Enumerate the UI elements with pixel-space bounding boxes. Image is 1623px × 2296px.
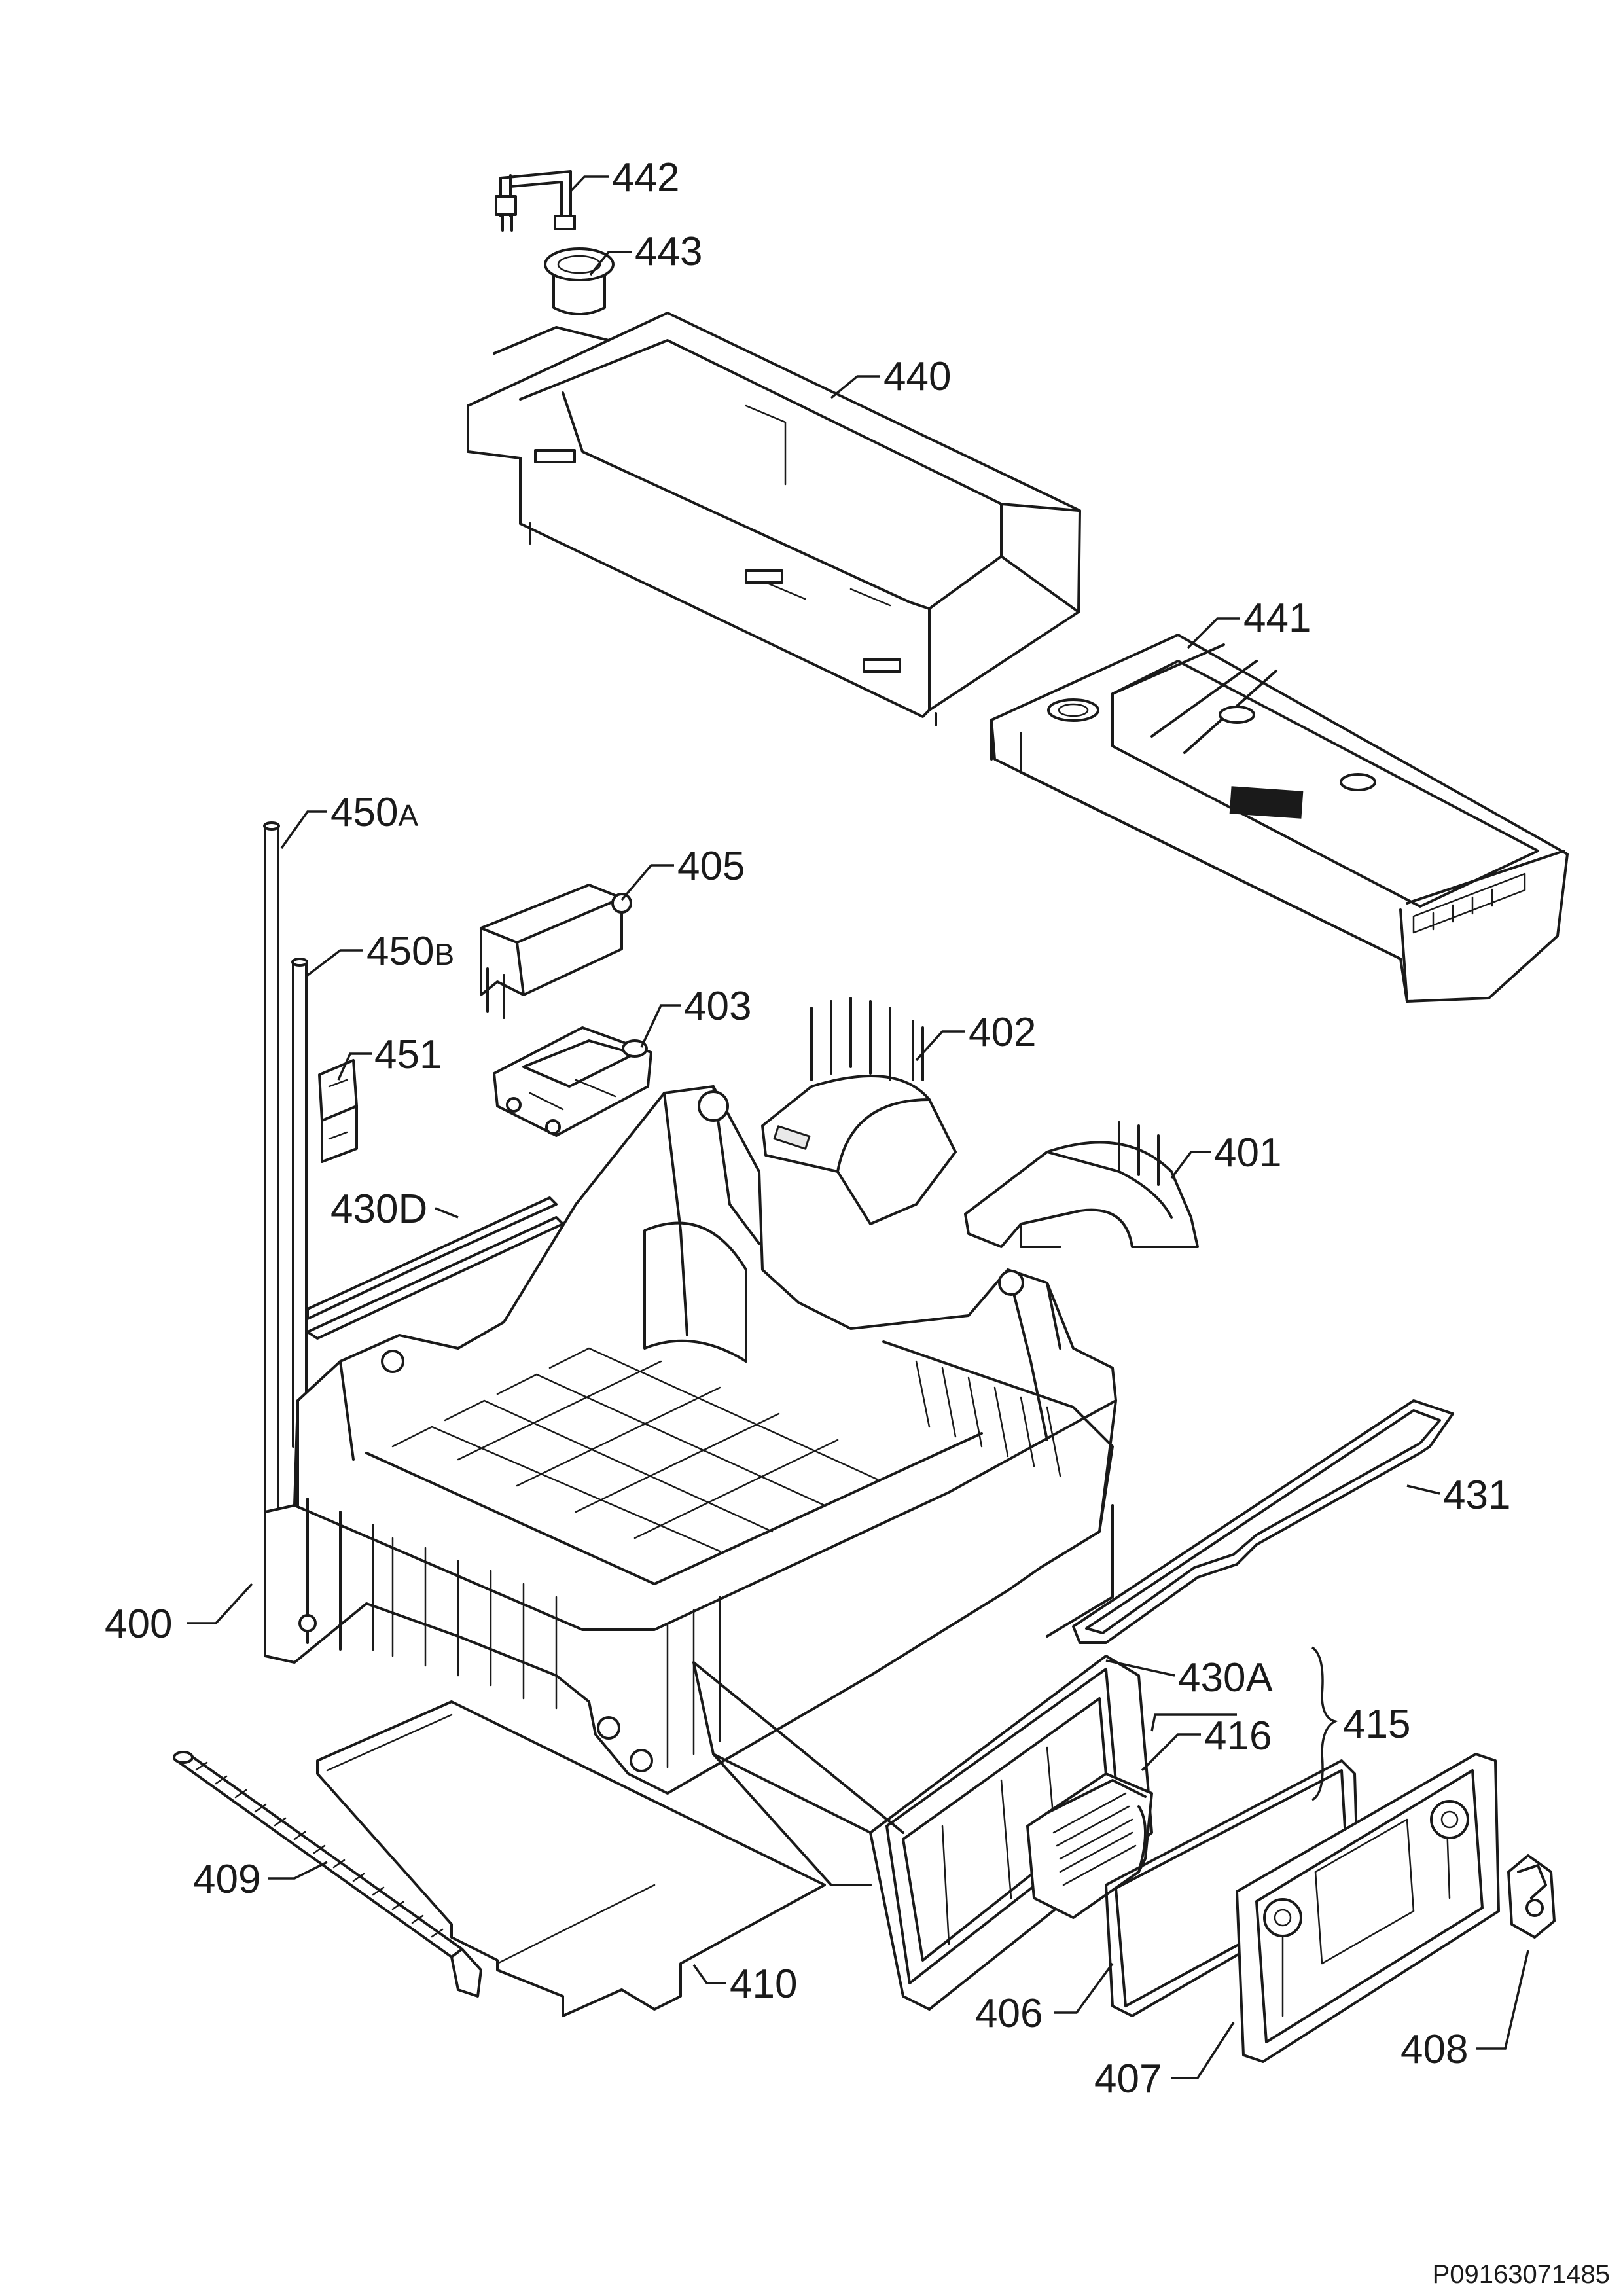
part-451-drawing [318,1059,358,1163]
part-401-drawing [964,1121,1199,1248]
part-443-drawing [544,247,615,315]
part-405-drawing [480,884,632,1019]
label-416: 416 [1204,1713,1272,1759]
label-451: 451 [374,1032,442,1077]
label-401: 401 [1214,1130,1281,1175]
label-450A: 450A [330,790,418,835]
part-410-drawing [316,1700,826,2017]
label-450B: 450B [366,929,454,974]
part-403-drawing [493,1026,652,1137]
label-406: 406 [975,1991,1043,2036]
label-409: 409 [193,1857,260,1902]
label-415: 415 [1343,1702,1410,1747]
part-labels: 442 443 440 441 450A 450B 405 403 402 45… [105,155,1510,2102]
label-430A: 430A [1178,1655,1273,1700]
label-407: 407 [1094,2056,1162,2102]
label-441: 441 [1243,596,1311,641]
document-id: P09163071485 [1433,2260,1610,2289]
label-400: 400 [105,1602,172,1647]
part-402-drawing [761,997,957,1225]
part-431-drawing [1072,1399,1454,1644]
part-450B-drawing [291,958,308,1448]
label-440: 440 [883,354,951,399]
label-402: 402 [969,1010,1036,1055]
part-407-drawing [1236,1753,1500,2063]
part-441-drawing [990,634,1569,1003]
part-416-drawing [1026,1772,1153,1919]
label-403: 403 [684,984,751,1029]
part-408-drawing [1507,1854,1556,1939]
label-408: 408 [1400,2027,1468,2072]
label-430D: 430D [330,1187,427,1232]
part-400-drawing [264,1085,1117,1795]
part-442-drawing [495,170,576,232]
label-405: 405 [677,844,745,889]
part-440-drawing [467,312,1081,726]
label-410: 410 [730,1962,797,2007]
part-430D-drawing [306,1196,564,1340]
part-409-drawing [173,1751,482,1998]
leader-lines [187,175,1529,2079]
label-442: 442 [612,155,679,200]
label-443: 443 [635,229,702,274]
part-415-drawing [692,1655,1153,2011]
label-431: 431 [1443,1473,1510,1518]
